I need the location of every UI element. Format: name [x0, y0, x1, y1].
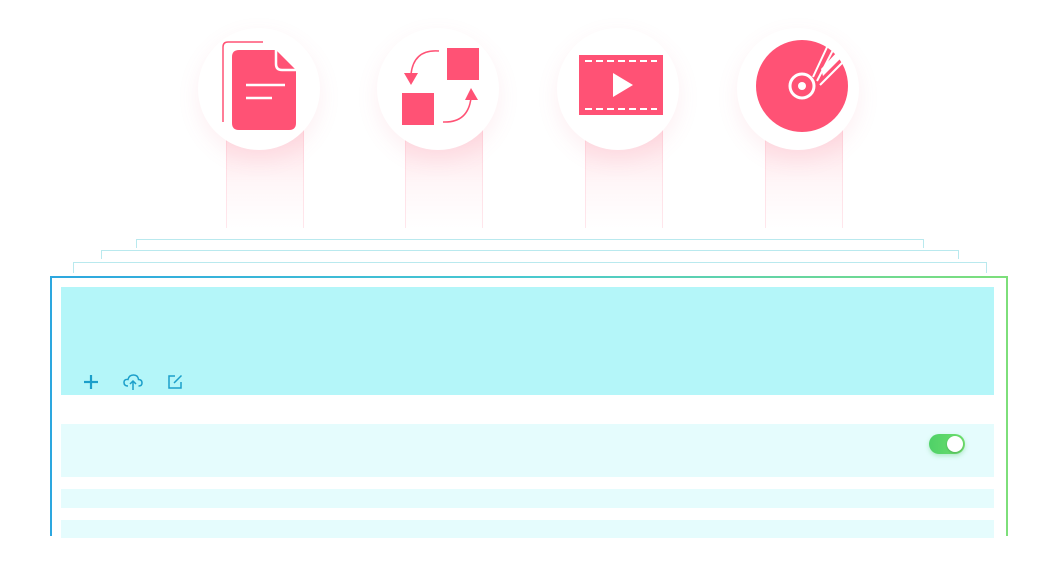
- list-item: [61, 489, 994, 508]
- convert-icon: [402, 48, 479, 125]
- icon-badge: [737, 28, 859, 150]
- list-item: [61, 520, 994, 538]
- ghost-frame-middle: [101, 250, 959, 259]
- disc-icon: [756, 40, 848, 132]
- app-window: [50, 276, 1008, 538]
- add-button[interactable]: [80, 371, 102, 393]
- icon-badge: [198, 28, 320, 150]
- feature-disc[interactable]: [737, 28, 869, 248]
- cloud-upload-icon: [123, 374, 143, 390]
- settings-row: [61, 424, 994, 477]
- feature-convert[interactable]: [377, 28, 509, 248]
- ghost-frame-back: [136, 239, 924, 248]
- upload-button[interactable]: [122, 371, 144, 393]
- header-panel: [61, 287, 994, 395]
- plus-icon: [84, 375, 98, 389]
- setting-toggle[interactable]: [929, 434, 965, 454]
- icon-badge: [377, 28, 499, 150]
- video-icon: [579, 55, 663, 115]
- feature-document[interactable]: [198, 28, 330, 248]
- toggle-knob: [947, 436, 963, 452]
- feature-video[interactable]: [557, 28, 689, 248]
- edit-button[interactable]: [164, 371, 186, 393]
- icon-reflection: [585, 128, 663, 228]
- document-icon: [222, 41, 296, 130]
- icon-badge: [557, 28, 679, 150]
- edit-icon: [168, 374, 183, 389]
- ghost-frame-front: [73, 262, 987, 273]
